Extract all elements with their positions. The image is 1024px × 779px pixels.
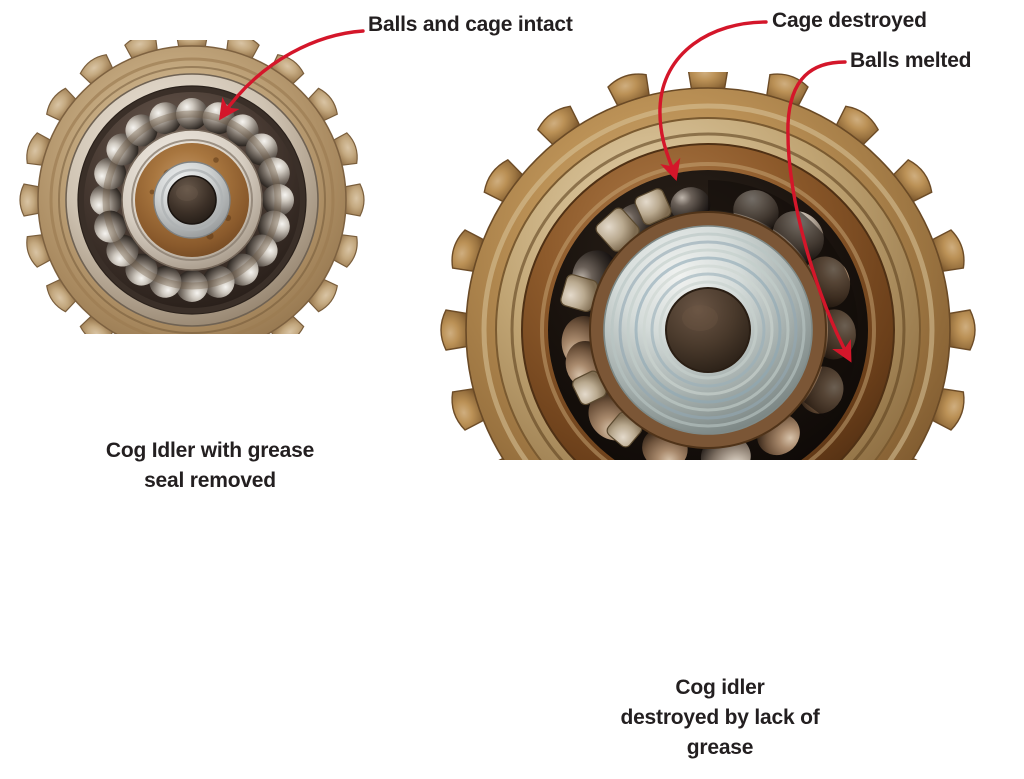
photo-cog-idler-destroyed [408, 72, 1024, 460]
callout-label-balls-melted: Balls melted [850, 49, 972, 72]
caption-line: grease [686, 735, 754, 759]
caption-line: seal removed [144, 468, 276, 492]
caption-cog-idler-intact: Cog Idler with grease seal removed [50, 436, 370, 496]
caption-line: Cog idler [675, 676, 765, 699]
caption-line: destroyed by lack of [620, 705, 820, 729]
caption-cog-idler-destroyed: Cog idler destroyed by lack of grease [540, 673, 900, 762]
callout-label-balls-and-cage-intact: Balls and cage intact [368, 13, 573, 36]
photo-cog-idler-intact [0, 40, 392, 334]
callout-label-cage-destroyed: Cage destroyed [772, 9, 927, 32]
caption-line: Cog Idler with grease [105, 439, 315, 462]
